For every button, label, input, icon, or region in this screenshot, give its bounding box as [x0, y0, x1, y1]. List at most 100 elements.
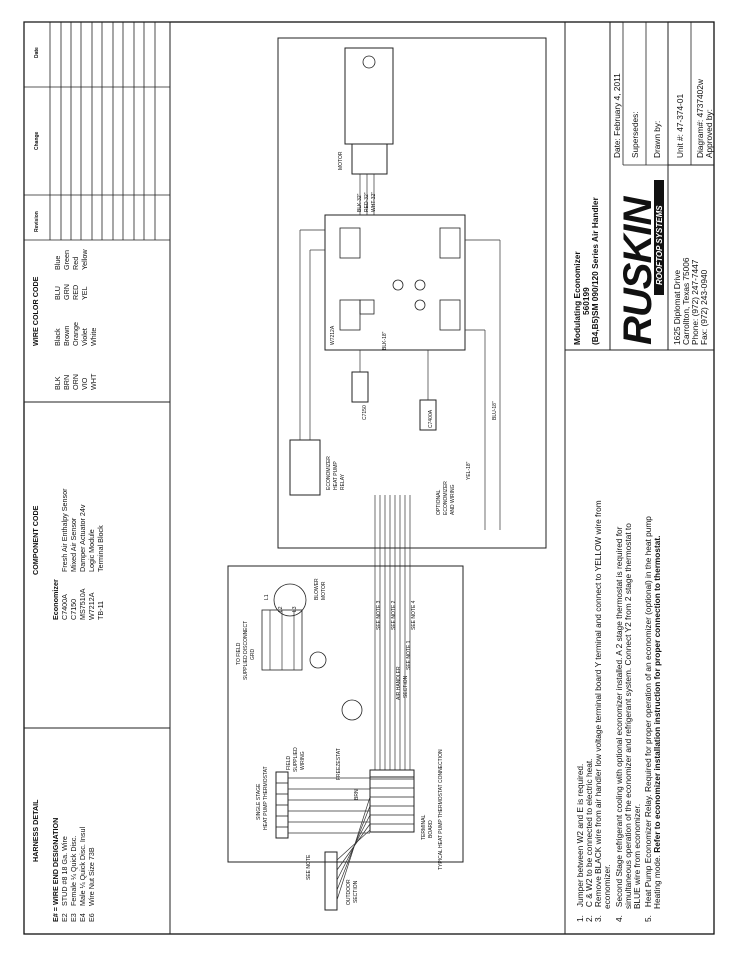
note-4-cont-2: BLUE wire from economizer. [632, 804, 642, 909]
component-title: COMPONENT CODE [31, 505, 40, 575]
approved-by-field: Approved by: [704, 109, 714, 158]
revision-header-revision: Revision [34, 211, 40, 232]
title-block: Modulating Economizer 560199 (B4,B5)SM 0… [572, 21, 714, 350]
title-line-2: 560199 [581, 287, 591, 315]
blower-label-1: BLOWER [314, 578, 320, 600]
wire-code-brn: BRN [62, 375, 71, 390]
to-field-label-2: SUPPLIED DISCONNECT [243, 621, 249, 680]
field-wiring-label-3: WIRING [300, 751, 306, 770]
motor-wire-blk: BLK-32" [357, 193, 363, 212]
econ-relay-label-2: HEAT PUMP [333, 461, 339, 490]
note-4-num: 4. [614, 915, 624, 922]
outdoor-label-2: SECTION [353, 880, 359, 903]
wire-name-orange: Orange [71, 322, 80, 346]
logo-main: RUSKIN [616, 196, 660, 345]
harness-desc-e4: Male ¼ Quick Disc. Insul [78, 827, 87, 906]
note-3: 3. Remove BLACK wire from air handler low… [593, 500, 603, 922]
logic-module [324, 214, 466, 351]
field-wiring-label-2: SUPPLIED [293, 747, 299, 772]
wire-name-violet: Violet [80, 328, 89, 346]
note-3-cont: economizer. [602, 864, 612, 909]
field-wiring-label-1: FIELD [286, 755, 292, 770]
note-3-text: Remove BLACK wire from air handler low v… [593, 500, 603, 907]
revision-header-change: Change [34, 131, 40, 150]
wire-code-wht: WHT [89, 373, 98, 390]
motor-wire-wht: WHT-32" [371, 192, 377, 212]
wire-name-yellow: Yellow [80, 249, 89, 270]
note-1-num: 1. [575, 915, 585, 922]
terminal-board [369, 769, 415, 778]
see-note-1: SEE NOTE 1 [406, 640, 412, 670]
wire-color-title: WIRE COLOR CODE [31, 276, 40, 346]
blower-motor-symbol [273, 583, 307, 617]
mixed-air-sensor-label: C7150 [362, 405, 368, 420]
component-desc-c7400a: Fresh Air Enthalpy Sensor [60, 488, 69, 572]
component-code-c7400a: C7400A [60, 594, 69, 620]
note-5-cont: Heating mode. Refer to economizer instal… [652, 536, 662, 909]
note-4-cont-1: simultaneous operation of the economizer… [623, 523, 633, 909]
harness-code-e3: E3 [69, 913, 78, 922]
econ-relay-label-3: RELAY [340, 473, 346, 490]
wire-code-yel: YEL [80, 286, 89, 300]
motor-label: MOTOR [338, 151, 344, 170]
title-line-1: Modulating Economizer [572, 251, 582, 345]
note-1: 1. Jumper between W2 and E is required. [575, 764, 585, 922]
harness-desc-e3: Female ¼ Quick Disc. [69, 836, 78, 906]
component-code-ms7510a: MS7510A [78, 588, 87, 620]
logo-sub: ROOFTOP SYSTEMS [655, 205, 664, 285]
yel18-label: YEL-18" [466, 461, 472, 480]
blk18-label: BLK-18" [382, 331, 388, 350]
air-handler-label-1: AIR HANDLER [396, 666, 402, 700]
note-5-text: Heat Pump Economizer Relay. Required for… [643, 516, 653, 907]
see-note-label: SEE NOTE [306, 854, 312, 880]
note-5-plain: Heating mode. [652, 853, 662, 909]
optional-label-2: ECONOMIZER [443, 481, 449, 515]
blower-label-2: MOTOR [321, 581, 327, 600]
notes: 1.Jumper between W2 and E is required. 2… [575, 500, 662, 922]
l1-label: L1 [264, 594, 270, 600]
air-handler-label-2: SECTION [403, 675, 409, 698]
note-5-num: 5. [643, 915, 653, 922]
wire-code-vio: VIO [80, 377, 89, 390]
wire-name-red: Red [71, 257, 80, 270]
component-group: Economizer [51, 579, 60, 620]
note-4: 4. Second Stage refrigerant cooling with … [614, 526, 624, 922]
wire-name-green: Green [62, 250, 71, 270]
component-desc-c7150: Mixed Air Sensor [69, 517, 78, 572]
note-5-bold: Refer to economizer installation instruc… [652, 536, 662, 853]
l3-label: L3 [292, 606, 298, 612]
note-2-text: C & W2 to be connected to electric heat. [584, 759, 594, 908]
thermostat-label-1: SINGLE STAGE [256, 783, 262, 820]
diagram-field: Diagram#: 4737402w [695, 78, 705, 158]
harness-code-e2: E2 [60, 913, 69, 922]
see-note-2: SEE NOTE 2 [391, 600, 397, 630]
see-note-3: SEE NOTE 3 [376, 600, 382, 630]
supersedes-field: Supersedes: [630, 111, 640, 158]
logic-module-label: W7212A [330, 325, 336, 345]
motor-wire-red: RED-32" [364, 192, 370, 212]
to-field-label-1: TO FIELD [236, 642, 242, 665]
address-line-1: 1625 Diplomat Drive [672, 269, 682, 345]
note-4-text: Second Stage refrigerant cooling with op… [614, 526, 624, 907]
harness-heading: E# = WIRE END DESIGNATION [51, 818, 60, 922]
wire-name-blue: Blue [53, 256, 62, 270]
component-code-w7212a: W7212A [87, 592, 96, 620]
title-line-3: (B4,B5)SM 090/120 Series Air Handler [590, 197, 600, 345]
component-desc-w7212a: Logic Module [87, 529, 96, 572]
note-1-text: Jumper between W2 and E is required. [575, 764, 585, 907]
wire-name-brown: Brown [62, 326, 71, 346]
harness-desc-e6: Wire Nut Size 73B [87, 847, 96, 906]
wire-color-code: WIRE COLOR CODE BLK BRN ORN VIO WHT Blac… [31, 249, 98, 390]
outdoor-section [324, 851, 338, 911]
econ-relay-label-1: ECONOMIZER [326, 456, 332, 490]
harness-detail: HARNESS DETAIL E# = WIRE END DESIGNATION… [31, 799, 96, 922]
wire-code-blk: BLK [53, 376, 62, 390]
note-3-num: 3. [593, 915, 603, 922]
harness-code-e6: E6 [87, 913, 96, 922]
component-desc-ms7510a: Damper Actuator 24v [78, 504, 87, 572]
wiring-diagram: MOTOR BLK-32" RED-32" WHT-32" W7212A C71… [227, 37, 547, 911]
component-code-tb11: TB-11 [96, 601, 105, 620]
harness-desc-e2: STUD #8 18 Ga. Wire [60, 836, 69, 906]
component-code-c7150: C7150 [69, 599, 78, 620]
